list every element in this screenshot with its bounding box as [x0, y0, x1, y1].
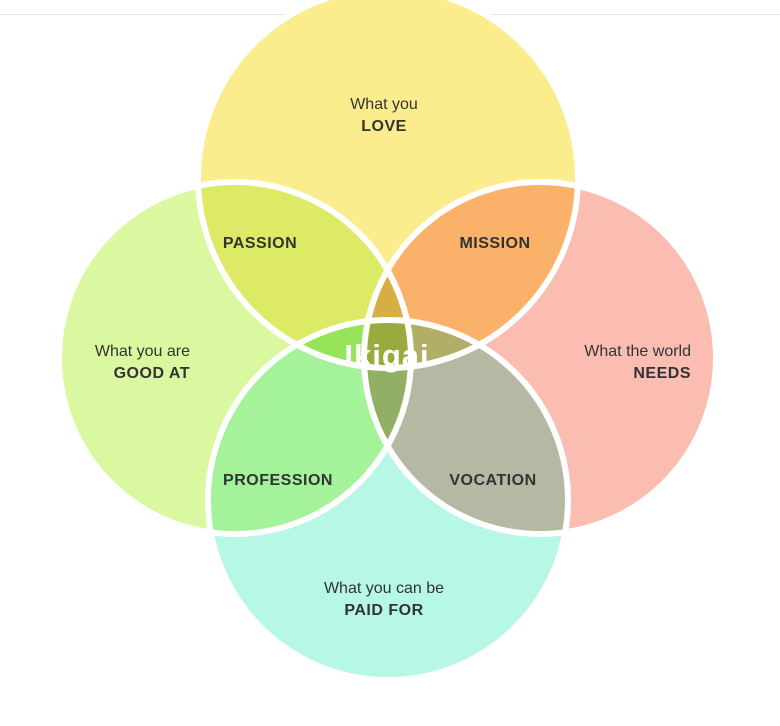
good-at-label-line1: What you are [95, 343, 190, 360]
outline-love [195, 0, 581, 371]
love-label-line2: LOVE [361, 118, 407, 135]
outline-good-at [56, 179, 414, 537]
paid-for-label-line2: PAID FOR [344, 602, 423, 619]
good-at-label-line2: GOOD AT [114, 365, 190, 382]
circle-outlines [56, 0, 719, 683]
outline-paid-for [205, 317, 571, 683]
needs-label-line1: What the world [584, 343, 691, 360]
paid-for-label-line1: What you can be [324, 580, 444, 597]
vocation-label: VOCATION [449, 472, 536, 489]
outline-needs [361, 179, 719, 537]
needs-label-line2: NEEDS [633, 365, 691, 382]
love-label-line1: What you [350, 96, 418, 113]
ikigai-center-label: Ikigai [344, 338, 429, 373]
mission-label: MISSION [459, 235, 530, 252]
passion-label: PASSION [223, 235, 297, 252]
profession-label: PROFESSION [223, 472, 333, 489]
